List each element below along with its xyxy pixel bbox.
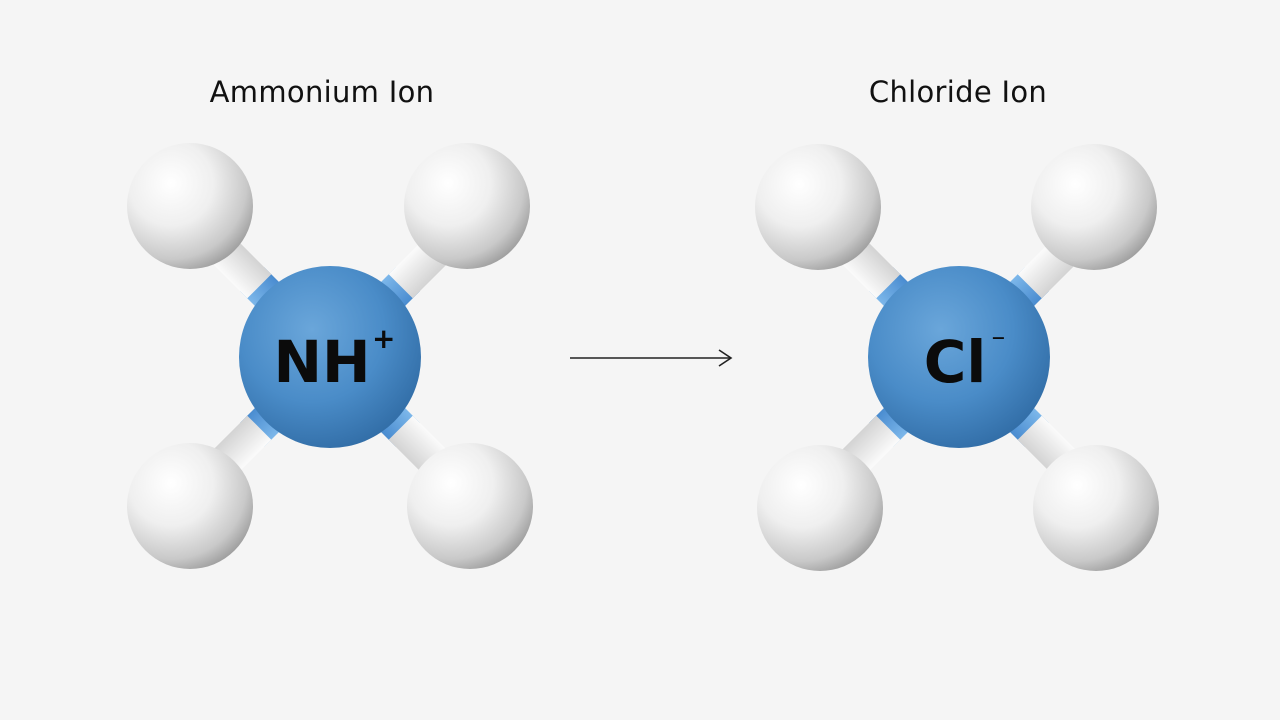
center-atom-nitrogen	[239, 266, 421, 448]
hydrogen-atom	[757, 445, 883, 571]
right-arrow-icon	[570, 349, 733, 367]
center-atom-label: Cl	[924, 328, 986, 396]
hydrogen-atom	[755, 144, 881, 270]
hydrogen-atom	[407, 443, 533, 569]
molecule-title: Ammonium Ion	[210, 75, 435, 109]
hydrogen-atom	[1031, 144, 1157, 270]
molecule-ammonium: Ammonium Ion	[127, 75, 533, 569]
charge-label: ⁻	[991, 326, 1006, 359]
hydrogen-atom	[127, 143, 253, 269]
center-atom-chlorine	[868, 266, 1050, 448]
hydrogen-atom	[1033, 445, 1159, 571]
molecule-title: Chloride Ion	[869, 75, 1047, 109]
center-atom-label: NH	[273, 328, 370, 396]
hydrogen-atom	[404, 143, 530, 269]
molecule-chloride: Chloride Ion Cl ⁻	[755, 75, 1159, 571]
charge-label: +	[372, 322, 395, 355]
hydrogen-atom	[127, 443, 253, 569]
